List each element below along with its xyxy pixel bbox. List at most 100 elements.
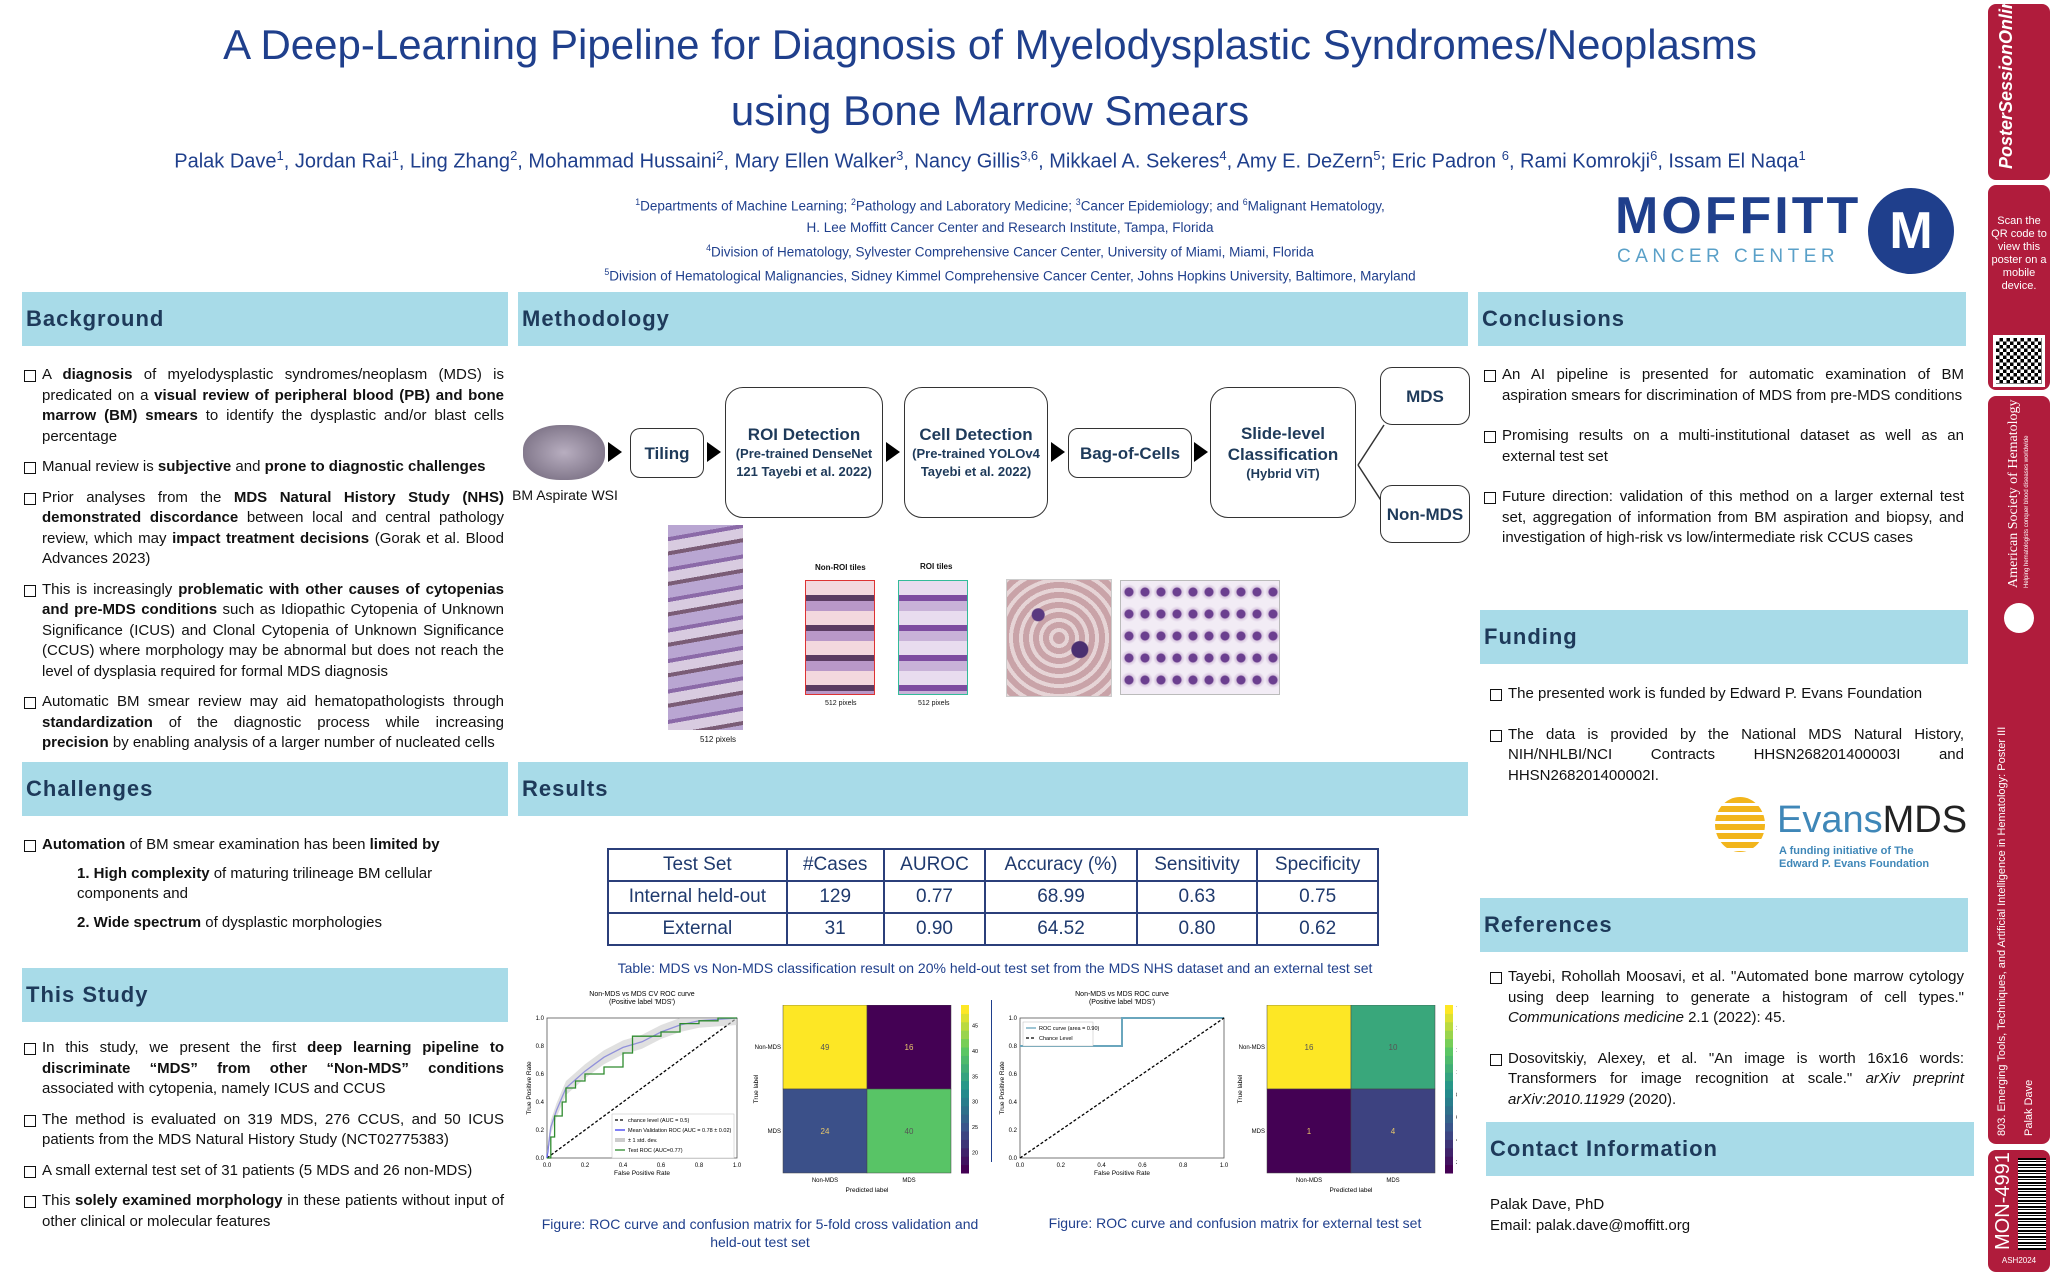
colorbar-tick-label: 2 [1456,1160,1457,1166]
colorbar-segment [961,1055,969,1065]
ash-emblem-icon [2004,603,2034,633]
poster-session-online-banner[interactable]: PosterSessionOnline [1988,0,2050,180]
ash-logo-text: American Society of Hematology [2006,399,2021,588]
session-title: 803. Emerging Tools, Techniques, and Art… [1996,726,2008,1136]
poster-id-panel: MON-4991 ASH2024 [1988,1150,2050,1272]
step-label: Tiling [644,443,690,463]
x-tick-label: Non-MDS [1296,1178,1322,1184]
colorbar-segment [1445,1114,1453,1124]
colorbar-segment [961,1105,969,1115]
colorbar-segment [961,1156,969,1166]
y-tick-label: MDS [768,1129,781,1135]
bag-of-cells-step: Bag-of-Cells [1068,428,1192,478]
superscript: 2 [851,197,856,207]
superscript: 4 [1219,148,1227,163]
legend-label: ROC curve (area = 0.90) [1039,1026,1100,1032]
text-run: of maturing trilineage BM cellular compo… [77,864,433,903]
text-run: The data is provided by the National MDS… [1508,725,1964,784]
text-run: Automatic BM smear review may aid hemato… [42,693,504,710]
bold-text: 2. Wide spectrum [77,913,202,931]
author-list: Palak Dave1, Jordan Rai1, Ling Zhang2, M… [0,148,1980,174]
superscript: 6 [1650,148,1658,163]
matrix-cell [782,1088,868,1174]
legend-label: Chance Level [1039,1036,1073,1042]
table-cell: 0.90 [882,912,987,946]
colorbar-segment [1445,1038,1453,1048]
cell-value: 16 [905,1043,914,1052]
x-tick-label: MDS [1386,1178,1399,1184]
cell-value: 10 [1389,1043,1398,1052]
std-band [547,1018,737,1158]
contact-heading: Contact Information [1486,1122,1974,1176]
non-roi-tiles-label: Non-ROI tiles [815,563,866,572]
figure-caption: Figure: ROC curve and confusion matrix f… [541,1216,979,1250]
list-item: 1. High complexity of maturing trilineag… [77,864,504,905]
colorbar-segment [1445,1080,1453,1090]
list-item: Prior analyses from the MDS Natural Hist… [22,488,504,570]
list-item: This solely examined morphology in these… [22,1191,504,1232]
text-run: ; Eric Padron [1380,150,1502,173]
colorbar-tick-label: 14 [1456,1025,1457,1031]
bold-text: solely examined morphology [74,1192,283,1209]
tile-stack-image [668,525,743,730]
arrow-icon [886,442,900,462]
background-heading: Background [22,292,508,346]
qr-code-icon[interactable] [1993,335,2045,387]
bold-text: visual review of peripheral blood (PB) a… [42,386,504,425]
bold-text: subjective [157,458,232,475]
list-item: A small external test set of 31 patients… [22,1161,504,1182]
colorbar-segment [961,1164,969,1174]
cell-value: 40 [905,1127,914,1136]
step-label: Slide-level Classification [1227,423,1339,464]
y-tick-label: 0.0 [1009,1156,1018,1162]
bold-text: Automation [42,836,126,853]
cell-value: 16 [1305,1043,1314,1052]
x-tick-label: 0.0 [543,1163,552,1169]
text-run: , Mikkael A. Sekeres [1038,150,1220,173]
colorbar-segment [961,1063,969,1073]
text-run: , Nancy Gillis [903,150,1021,173]
cell-value: 24 [821,1127,830,1136]
table-cell: 0.75 [1256,880,1379,914]
non-roi-tiles-image [805,580,875,695]
table-cell: 0.63 [1135,880,1259,914]
colorbar-segment [1445,1147,1453,1157]
ash-tagline: Helping hematologists conquer blood dise… [2024,435,2030,588]
text-run: Cancer Epidemiology; and [1080,198,1243,214]
poster-title: A Deep-Learning Pipeline for Diagnosis o… [0,12,1980,144]
results-heading: Results [518,762,1468,816]
chart-title: Non-MDS vs MDS CV ROC curve [589,991,695,998]
y-tick-label: 0.4 [536,1100,545,1106]
affiliation-line: 1Departments of Machine Learning; 2Patho… [540,192,1480,217]
contact-name: Palak Dave, PhD [1490,1196,1605,1213]
event-label: ASH2024 [2001,1256,2037,1265]
mds-output: MDS [1380,367,1470,425]
x-axis-label: False Positive Rate [1094,1170,1150,1177]
text-run: The presented work is funded by Edward P… [1508,685,1923,702]
colorbar-tick-label: 8 [1456,1093,1457,1099]
chart-subtitle: (Positive label 'MDS') [609,999,675,1006]
this-study-heading: This Study [22,968,508,1022]
qr-panel[interactable]: Scan the QR code to view this poster on … [1988,185,2050,390]
step-label: MDS [1406,386,1444,406]
table-cell: 0.62 [1256,912,1379,946]
matrix-cell [1350,1005,1436,1090]
colorbar-segment [1445,1047,1453,1056]
pixel-size-label: 512 pixels [700,735,737,744]
text-run: Pathology and Laboratory Medicine; [855,198,1076,214]
text-run: Dosovitskiy, Alexey, et al. "An image is… [1508,1049,1964,1088]
x-tick-label: 1.0 [733,1163,742,1169]
series-line [546,1017,738,1159]
affiliation-line: H. Lee Moffitt Cancer Center and Researc… [540,217,1480,238]
colorbar-tick-label: 40 [972,1049,978,1055]
text-run: An AI pipeline is presented for automati… [1502,366,1964,404]
x-tick-label: 0.4 [619,1163,628,1169]
text-run: A small external test set of 31 patients… [42,1161,473,1179]
contact-email[interactable]: Email: palak.dave@moffitt.org [1490,1216,1691,1234]
affiliations: 1Departments of Machine Learning; 2Patho… [540,192,1480,287]
table-cell: 31 [785,912,885,946]
chart-title: Non-MDS vs MDS ROC curve [1075,991,1169,998]
funding-list: The presented work is funded by Edward P… [1482,684,1964,796]
table-header-row: Test Set #Cases AUROC Accuracy (%) Sensi… [607,848,1379,882]
